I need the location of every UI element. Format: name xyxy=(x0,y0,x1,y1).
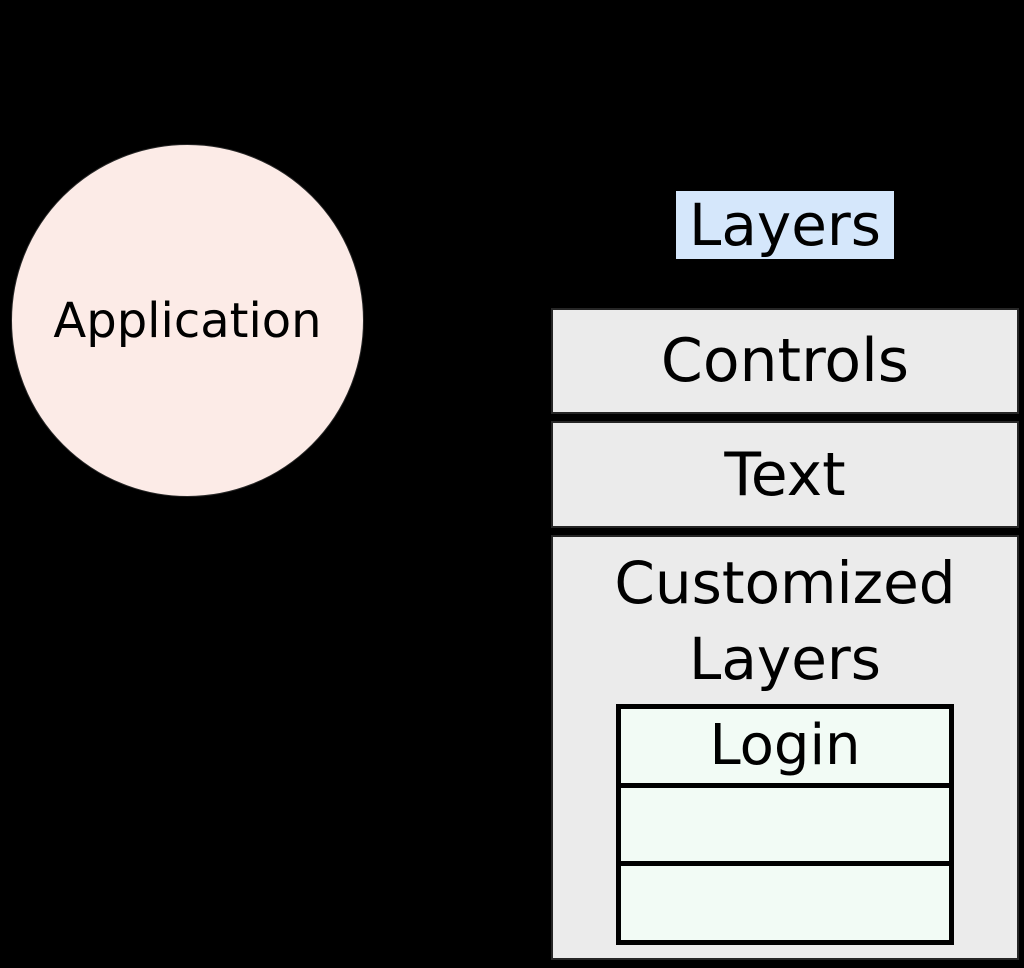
layers-title-label: Layers xyxy=(689,191,881,259)
section-customized-layers-label: Customized Layers xyxy=(614,549,956,693)
section-customized-layers: Customized Layers Login xyxy=(551,535,1019,960)
section-controls: Controls xyxy=(551,308,1019,414)
section-text: Text xyxy=(551,421,1019,528)
layers-stack: Controls Text Customized Layers Login xyxy=(551,308,1019,960)
table-row-empty-2 xyxy=(621,866,949,941)
customized-layers-table: Login xyxy=(616,704,954,945)
application-node: Application xyxy=(11,144,364,497)
layers-title-badge: Layers xyxy=(676,191,894,259)
table-row-empty-1 xyxy=(621,787,949,867)
table-row-login: Login xyxy=(621,709,949,788)
section-text-label: Text xyxy=(724,439,846,510)
section-controls-label: Controls xyxy=(660,326,910,396)
application-label: Application xyxy=(53,292,322,349)
table-row-login-label: Login xyxy=(709,712,861,778)
